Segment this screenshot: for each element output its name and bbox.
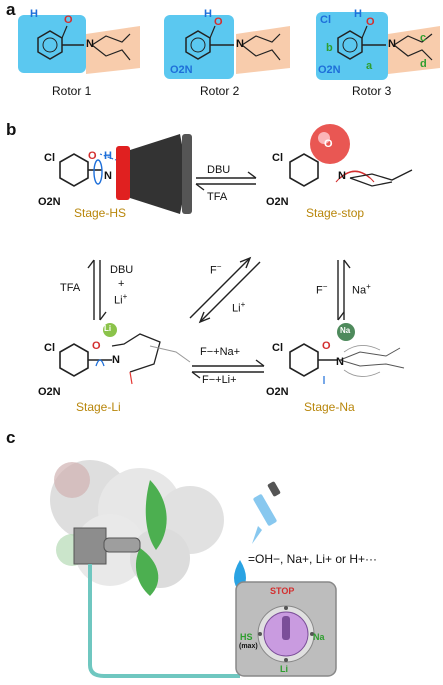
rotor-3-label: Rotor 3 — [352, 84, 392, 98]
na-o: O — [322, 340, 331, 352]
stage-na-label: Stage-Na — [304, 400, 355, 414]
reagent-left-forward-1: DBU — [110, 264, 134, 276]
stage-li-structure — [59, 323, 191, 385]
switch-hs-label: HS — [240, 632, 253, 642]
rotor-3-label-d: d — [420, 58, 427, 70]
hs-n: N — [104, 170, 112, 182]
hs-no2: O2N — [38, 196, 61, 208]
rotor-2-structure — [164, 15, 290, 79]
switch-hs-sub-label: (max) — [239, 643, 258, 650]
li-o: O — [92, 340, 101, 352]
reagent-diagonal-forward: F− — [210, 262, 222, 277]
reagent-left-reverse: TFA — [60, 282, 81, 294]
panel-label-a: a — [6, 0, 16, 19]
stop-no2: O2N — [266, 196, 289, 208]
na-no2: O2N — [266, 386, 289, 398]
li-cl: Cl — [44, 342, 55, 354]
hs-o: O — [88, 150, 97, 162]
rotor-1-label: Rotor 1 — [52, 84, 92, 98]
dropper-icon — [252, 481, 281, 544]
rotor-1-h: H — [30, 8, 38, 20]
stop-o: O — [324, 138, 333, 150]
rotor-3-label-c: c — [420, 32, 427, 44]
na-cl: Cl — [272, 342, 283, 354]
rotor-3-structure — [316, 12, 440, 80]
rotor-3-label-b: b — [326, 42, 333, 54]
hs-cl: Cl — [44, 152, 55, 164]
panel-c-device — [50, 460, 337, 678]
rotor-3-no2: O2N — [318, 64, 341, 76]
switch-li-label: Li — [280, 664, 288, 674]
reagent-right-reverse: Na+ — [352, 282, 371, 297]
ion-legend: =OH−, Na+, Li+ or H+··· — [248, 552, 378, 566]
right-equilibrium-arrows — [337, 259, 351, 321]
na-ion: Na — [340, 326, 351, 335]
rotor-3-cl: Cl — [320, 14, 331, 26]
stage-hs-label: Stage-HS — [74, 206, 127, 220]
stage-stop-label: Stage-stop — [306, 206, 365, 220]
li-ion: Li — [104, 324, 112, 333]
reagent-top-forward: DBU — [207, 164, 231, 176]
left-equilibrium-arrows — [87, 259, 107, 321]
rotor-3-o: O — [366, 16, 375, 28]
panel-a-rotors — [18, 12, 440, 80]
rotor-1-structure — [18, 15, 140, 74]
na-n: N — [336, 356, 344, 368]
reagent-bottom-reverse: F−+Li+ — [202, 374, 237, 386]
stage-li-label: Stage-Li — [76, 400, 121, 414]
rotor-3-n: N — [388, 38, 396, 50]
rotor-1-n: N — [86, 38, 94, 50]
stop-n: N — [338, 170, 346, 182]
rotor-2-no2: O2N — [170, 64, 193, 76]
stage-hs-structure — [59, 134, 192, 214]
panel-label-c: c — [6, 428, 16, 447]
reagent-left-forward-2: + — [118, 278, 125, 290]
reagent-bottom-forward: F−+Na+ — [200, 346, 241, 358]
rotor-1-o: O — [64, 14, 73, 26]
reagent-left-forward-3: Li+ — [114, 292, 128, 307]
rotor-2-h: H — [204, 8, 212, 20]
reagent-top-reverse: TFA — [207, 191, 228, 203]
stage-stop-structure — [289, 124, 413, 187]
li-no2: O2N — [38, 386, 61, 398]
switch-na-label: Na — [313, 632, 325, 642]
rotor-3-label-a: a — [366, 60, 373, 72]
reagent-right-forward: F− — [316, 282, 328, 297]
top-equilibrium-arrows — [195, 171, 257, 191]
bottom-equilibrium-arrows — [191, 359, 265, 379]
rotor-3-h: H — [354, 8, 362, 20]
stop-cl: Cl — [272, 152, 283, 164]
li-n: N — [112, 354, 120, 366]
hs-h: H — [104, 150, 112, 162]
rotor-2-n: N — [236, 38, 244, 50]
rotor-2-label: Rotor 2 — [200, 84, 240, 98]
switch-stop-label: STOP — [270, 586, 295, 596]
panel-label-b: b — [6, 120, 17, 139]
stage-na-structure — [289, 323, 405, 384]
rotor-2-o: O — [214, 16, 223, 28]
panel-b-scheme — [59, 124, 413, 385]
reagent-diagonal-reverse: Li+ — [232, 300, 246, 315]
diagonal-equilibrium-arrows — [189, 256, 261, 324]
